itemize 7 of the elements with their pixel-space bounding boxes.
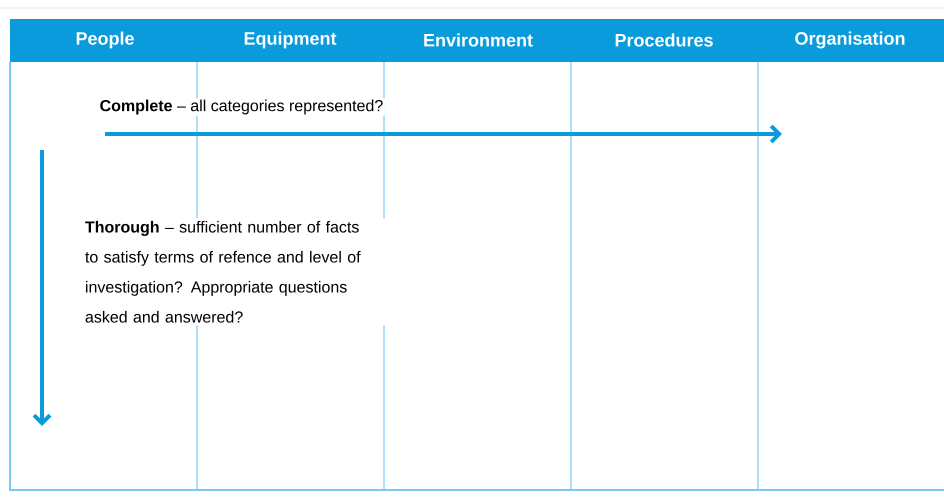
column-header: Equipment bbox=[244, 32, 336, 48]
note-text: Thorough – sufficient number of facts to satisfy terms of refence and level of investigation? Appropriate questions asked and answered? bbox=[82, 218, 388, 326]
note-text: Complete – all categories represented? bbox=[98, 98, 385, 116]
column-header: Environment bbox=[424, 33, 533, 47]
column-header: People bbox=[76, 32, 134, 48]
column-header: Organisation bbox=[795, 32, 904, 48]
column-header: Procedures bbox=[616, 33, 713, 47]
